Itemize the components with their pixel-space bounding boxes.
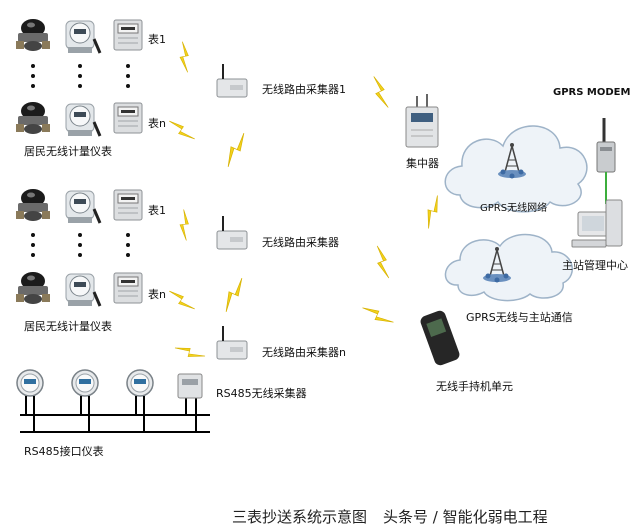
gas-meter-icon xyxy=(113,102,143,134)
ellipsis-dots xyxy=(31,64,130,88)
lightning-icon xyxy=(362,299,394,331)
gprs-modem-icon xyxy=(596,118,616,173)
lightning-icon xyxy=(174,336,206,368)
concentrator-label: 集中器 xyxy=(406,157,439,170)
rs485-meter-icon xyxy=(16,369,44,397)
rs485-collector-label: RS485无线采集器 xyxy=(216,387,307,400)
router-collector-1-icon xyxy=(216,63,248,98)
master-station-pc-icon xyxy=(571,199,623,248)
handheld-label: 无线手持机单元 xyxy=(436,380,513,393)
gprs-modem-label: GPRS MODEM xyxy=(553,87,631,98)
lightning-icon xyxy=(216,277,252,313)
router-collector-n-label: 无线路由采集器n xyxy=(262,346,346,359)
gprs-master-label: GPRS无线与主站通信 xyxy=(466,311,573,324)
rs485-bus xyxy=(20,396,210,433)
caption-source: 头条号 / 智能化弱电工程 xyxy=(383,508,548,526)
heat-meter-icon xyxy=(64,272,102,308)
master-station-label: 主站管理中心 xyxy=(562,259,628,272)
ellipsis-dots xyxy=(31,233,130,257)
router-collector-n-icon xyxy=(216,325,248,360)
gprs-master-cloud xyxy=(444,233,573,302)
meter-group-mid xyxy=(16,189,143,308)
lightning-icon xyxy=(365,76,397,108)
water-meter-icon xyxy=(16,19,50,51)
gas-meter-icon xyxy=(113,189,143,221)
meter-group-top xyxy=(16,19,143,138)
lightning-icon xyxy=(366,245,400,279)
lightning-icon xyxy=(168,116,196,144)
meter-group-mid-label: 居民无线计量仪表 xyxy=(24,320,112,333)
lightning-icon xyxy=(218,132,254,168)
water-meter-icon xyxy=(16,189,50,221)
gprs-network-label: GPRS无线网络 xyxy=(480,203,548,214)
lightning-icon xyxy=(169,41,201,73)
caption-title: 三表抄送系统示意图 xyxy=(232,508,368,526)
gprs-network-cloud xyxy=(444,125,588,213)
router-collector-icon xyxy=(216,215,248,250)
heat-meter-icon xyxy=(64,102,102,138)
gas-meter-icon xyxy=(113,19,143,51)
rs485-meter-icon xyxy=(126,369,154,397)
gas-meter-icon xyxy=(113,272,143,304)
handheld-terminal-icon xyxy=(420,310,460,366)
meter-1-label: 表1 xyxy=(148,33,166,46)
heat-meter-icon xyxy=(64,19,102,55)
lightning-icon xyxy=(169,209,201,241)
rs485-meters-label: RS485接口仪表 xyxy=(24,445,104,458)
lightning-icon xyxy=(416,195,450,229)
meter-n-label: 表n xyxy=(148,117,166,130)
concentrator-icon xyxy=(405,94,439,148)
figure-caption: 三表抄送系统示意图头条号 / 智能化弱电工程 xyxy=(232,506,548,527)
lightning-icon xyxy=(168,286,196,314)
water-meter-icon xyxy=(16,102,50,134)
router-collector-label: 无线路由采集器 xyxy=(262,236,339,249)
heat-meter-icon xyxy=(64,189,102,225)
water-meter-icon xyxy=(16,272,50,304)
rs485-meter-row xyxy=(16,369,210,433)
meter-group-top-label: 居民无线计量仪表 xyxy=(24,145,112,158)
router-collector-1-label: 无线路由采集器1 xyxy=(262,83,346,96)
meter-n-label: 表n xyxy=(148,288,166,301)
rs485-collector-icon xyxy=(177,373,203,399)
meter-1-label: 表1 xyxy=(148,204,166,217)
rs485-meter-icon xyxy=(71,369,99,397)
